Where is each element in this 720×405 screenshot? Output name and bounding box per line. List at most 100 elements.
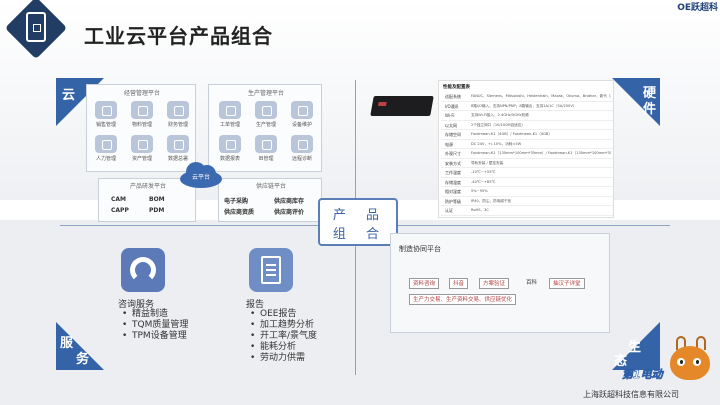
spec-row: 相对湿度 5%~95% bbox=[441, 188, 613, 197]
spec-value: Foxdmean-K1（130mm*100mm*35mm）/ Foxdmean-… bbox=[471, 151, 611, 155]
refresh-icon bbox=[219, 101, 241, 119]
mascot-antler bbox=[676, 336, 686, 350]
module-material[interactable]: 物料管理 bbox=[129, 101, 155, 128]
module-label: 设备维护 bbox=[291, 122, 312, 128]
consulting-title: 咨询服务 bbox=[118, 300, 155, 310]
spec-row: 存储空间 Foxdmean-K1（4GB）/ Foxdmean-K1（4GB） bbox=[441, 131, 613, 140]
spec-key: 存储温度 bbox=[445, 179, 461, 185]
spec-key: 认证 bbox=[445, 208, 453, 213]
corner-service bbox=[56, 322, 104, 370]
spec-value: FANUC、Siemens、Mitsubishi、Heidenhain、Maza… bbox=[471, 94, 611, 98]
mascot-icon bbox=[670, 346, 710, 380]
company-name: 上海跃超科技信息有限公司 bbox=[583, 390, 679, 399]
spec-value: Foxdmean-K1（4GB）/ Foxdmean-K1（4GB） bbox=[471, 132, 552, 136]
rnd-item[interactable]: PDM bbox=[149, 207, 165, 214]
spec-value: 8路I/O输入，支持NPN/PNP；8路输出，支持1A/1C（5A/250V） bbox=[471, 103, 577, 108]
module-label: 远程诊断 bbox=[291, 156, 312, 162]
spec-key: 防护等级 bbox=[445, 198, 461, 204]
list-item: 劳动力供需 bbox=[250, 353, 317, 364]
person-icon bbox=[95, 135, 117, 153]
document-icon bbox=[261, 256, 281, 284]
supply-item[interactable]: 供应商库存 bbox=[274, 198, 305, 205]
spec-key: 以太网 bbox=[445, 122, 457, 128]
supply-item[interactable]: 供应商资质 bbox=[224, 209, 255, 216]
list-item: TQM质量管理 bbox=[122, 320, 188, 331]
module-remote[interactable]: 远程诊断 bbox=[289, 135, 315, 162]
spec-key: 适配系统 bbox=[445, 94, 461, 99]
spec-row: 认证 RoHS、3C bbox=[441, 207, 613, 216]
panel-title: 供应链平台 bbox=[255, 183, 286, 190]
database-icon bbox=[167, 135, 189, 153]
ecosystem-panel: 制造协同平台 资料咨询 抖音 方案验证 百科 抽汉子详堂 生产力交易、生产资料交… bbox=[390, 233, 610, 333]
panel-title: 产品研发平台 bbox=[129, 183, 166, 190]
rnd-item[interactable]: CAPP bbox=[111, 207, 129, 214]
module-finance[interactable]: 财务管理 bbox=[165, 101, 191, 128]
panel-production-management: 生产管理平台 工单管理 生产管理 设备维护 数据报表 IB管理 远程诊断 bbox=[208, 84, 322, 172]
corner-ecosystem bbox=[612, 322, 660, 370]
module-label: IB管理 bbox=[258, 156, 274, 162]
eco-tag[interactable]: 抽汉子详堂 bbox=[549, 278, 585, 289]
tool-icon bbox=[291, 101, 313, 119]
eco-tag[interactable]: 方案验证 bbox=[479, 278, 510, 289]
ecosystem-label-2: 态 bbox=[614, 354, 628, 369]
spec-row: 安装方式导轨安装 / 壁挂安装 bbox=[441, 160, 613, 168]
center-label-2: 组 合 bbox=[332, 227, 388, 242]
supply-item[interactable]: 供应商评价 bbox=[274, 209, 305, 216]
report-list: OEE报告 加工趋势分析 开工率/景气度 能耗分析 劳动力供需 bbox=[250, 309, 317, 364]
eco-tag[interactable]: 资料咨询 bbox=[409, 278, 440, 289]
lower-background bbox=[0, 220, 720, 405]
hardware-device-image bbox=[370, 96, 434, 116]
module-assets[interactable]: 资产管理 bbox=[129, 135, 155, 162]
corner-hardware bbox=[612, 78, 660, 126]
module-label: 工单管理 bbox=[219, 122, 240, 128]
consulting-ring bbox=[130, 257, 156, 283]
hardware-spec-table: 性能及配置表 适配系统 FANUC、Siemens、Mitsubishi、Heid… bbox=[438, 80, 614, 218]
cloud-label: 云 bbox=[62, 88, 76, 103]
center-label-1: 产 品 bbox=[332, 208, 388, 223]
spec-value: IP40，防尘、防电磁干扰 bbox=[471, 198, 512, 203]
module-work-order[interactable]: 工单管理 bbox=[217, 101, 243, 128]
spec-key: 存储空间 bbox=[445, 132, 461, 137]
rnd-item[interactable]: CAM bbox=[111, 196, 127, 203]
spec-value: -40℃~+85℃ bbox=[471, 179, 496, 184]
module-sales[interactable]: 销售管理 bbox=[93, 101, 119, 128]
module-production[interactable]: 生产管理 bbox=[253, 101, 279, 128]
module-equipment[interactable]: 设备维护 bbox=[289, 101, 315, 128]
list-item: 能耗分析 bbox=[250, 342, 317, 353]
spec-value: 5%~95% bbox=[471, 189, 488, 193]
module-data[interactable]: 数据总署 bbox=[165, 135, 191, 162]
box-icon bbox=[131, 101, 153, 119]
consulting-icon bbox=[121, 248, 165, 292]
mascot-eye bbox=[693, 358, 701, 366]
spec-row: 存储温度 -40℃~+85℃ bbox=[441, 179, 613, 187]
spec-row: 适配系统 FANUC、Siemens、Mitsubishi、Heidenhain、… bbox=[441, 93, 613, 102]
module-ib[interactable]: IB管理 bbox=[253, 135, 279, 162]
spec-value: 支持Wi-Fi接入，2.4GHz/5GHz双频 bbox=[471, 113, 529, 117]
list-item: 加工趋势分析 bbox=[250, 320, 317, 331]
report-title: 报告 bbox=[246, 300, 265, 310]
mascot-eye bbox=[677, 358, 685, 366]
spec-value: DC 24V，+/-10%，功耗<5W bbox=[471, 141, 522, 146]
logo-icon bbox=[26, 12, 46, 42]
product-combo-center: 产 品 组 合 bbox=[318, 198, 398, 246]
spec-table-title: 性能及配置表 bbox=[443, 85, 470, 90]
report-icon bbox=[249, 248, 293, 292]
supply-item[interactable]: 电子采购 bbox=[224, 198, 249, 205]
spec-key: 相对湿度 bbox=[445, 189, 461, 194]
cloud-icon bbox=[95, 101, 117, 119]
module-hr[interactable]: 人力管理 bbox=[93, 135, 119, 162]
rnd-item[interactable]: BOM bbox=[149, 196, 165, 203]
spec-key: 安装方式 bbox=[445, 160, 461, 166]
panel-title: 经营管理平台 bbox=[123, 90, 160, 97]
cloud-platform-badge[interactable]: 云平台 bbox=[176, 160, 226, 188]
spec-value: RoHS、3C bbox=[471, 208, 489, 212]
module-report[interactable]: 数据报表 bbox=[217, 135, 243, 162]
eco-tag-wide[interactable]: 生产力交易、生产资料交易、供应链优化 bbox=[409, 294, 517, 305]
list-item: 精益制造 bbox=[122, 309, 188, 320]
eco-tag[interactable]: 百科 bbox=[526, 280, 538, 286]
brand-mark: OE跃超科 bbox=[677, 3, 718, 13]
eco-tag[interactable]: 抖音 bbox=[449, 278, 469, 289]
